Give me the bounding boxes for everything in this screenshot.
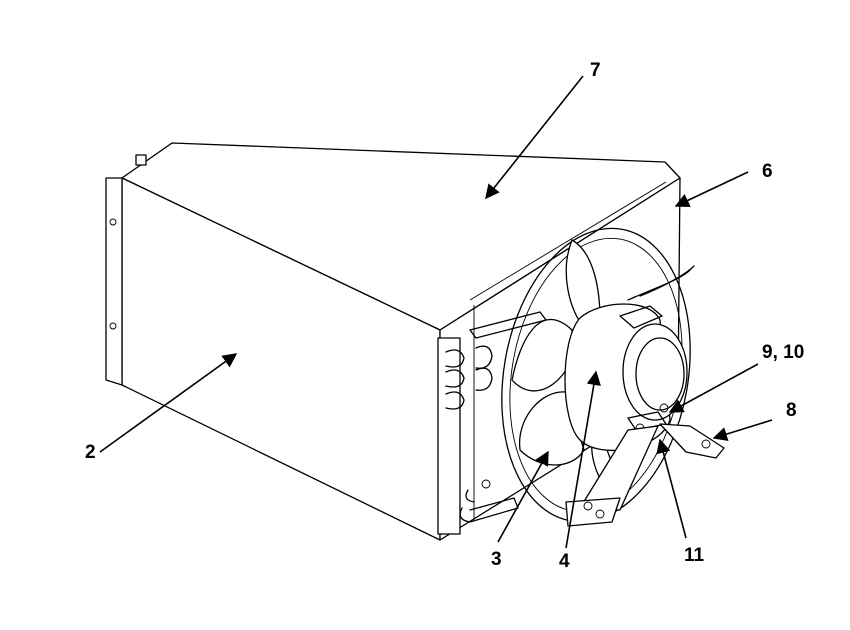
refrigerant-tubes — [437, 311, 547, 535]
callout-8: 8 — [786, 400, 797, 421]
fitting-stub — [135, 154, 147, 166]
leader-7 — [485, 75, 584, 200]
callout-7: 7 — [590, 60, 601, 81]
leader-6 — [674, 171, 749, 207]
callout-9-10: 9, 10 — [762, 342, 804, 363]
callout-2: 2 — [85, 442, 96, 463]
flange-hole-icon — [109, 322, 117, 330]
motor-bracket — [565, 423, 725, 527]
leader-8 — [712, 419, 773, 442]
callout-4: 4 — [559, 551, 570, 572]
mounting-flange — [105, 177, 123, 386]
callout-leaders — [99, 75, 773, 549]
leader-11 — [656, 438, 687, 539]
leader-4 — [565, 370, 601, 549]
callout-3: 3 — [491, 549, 502, 570]
callout-labels: 2 3 4 6 7 8 9, 10 11 — [85, 60, 804, 572]
leader-2 — [99, 353, 238, 453]
fan-blades — [511, 239, 621, 501]
fan-motor — [564, 265, 695, 452]
callout-6: 6 — [762, 161, 773, 182]
flange-hole-icon — [109, 218, 117, 226]
leader-9-10 — [668, 363, 759, 413]
leader-3 — [497, 450, 549, 543]
callout-11: 11 — [684, 545, 705, 566]
